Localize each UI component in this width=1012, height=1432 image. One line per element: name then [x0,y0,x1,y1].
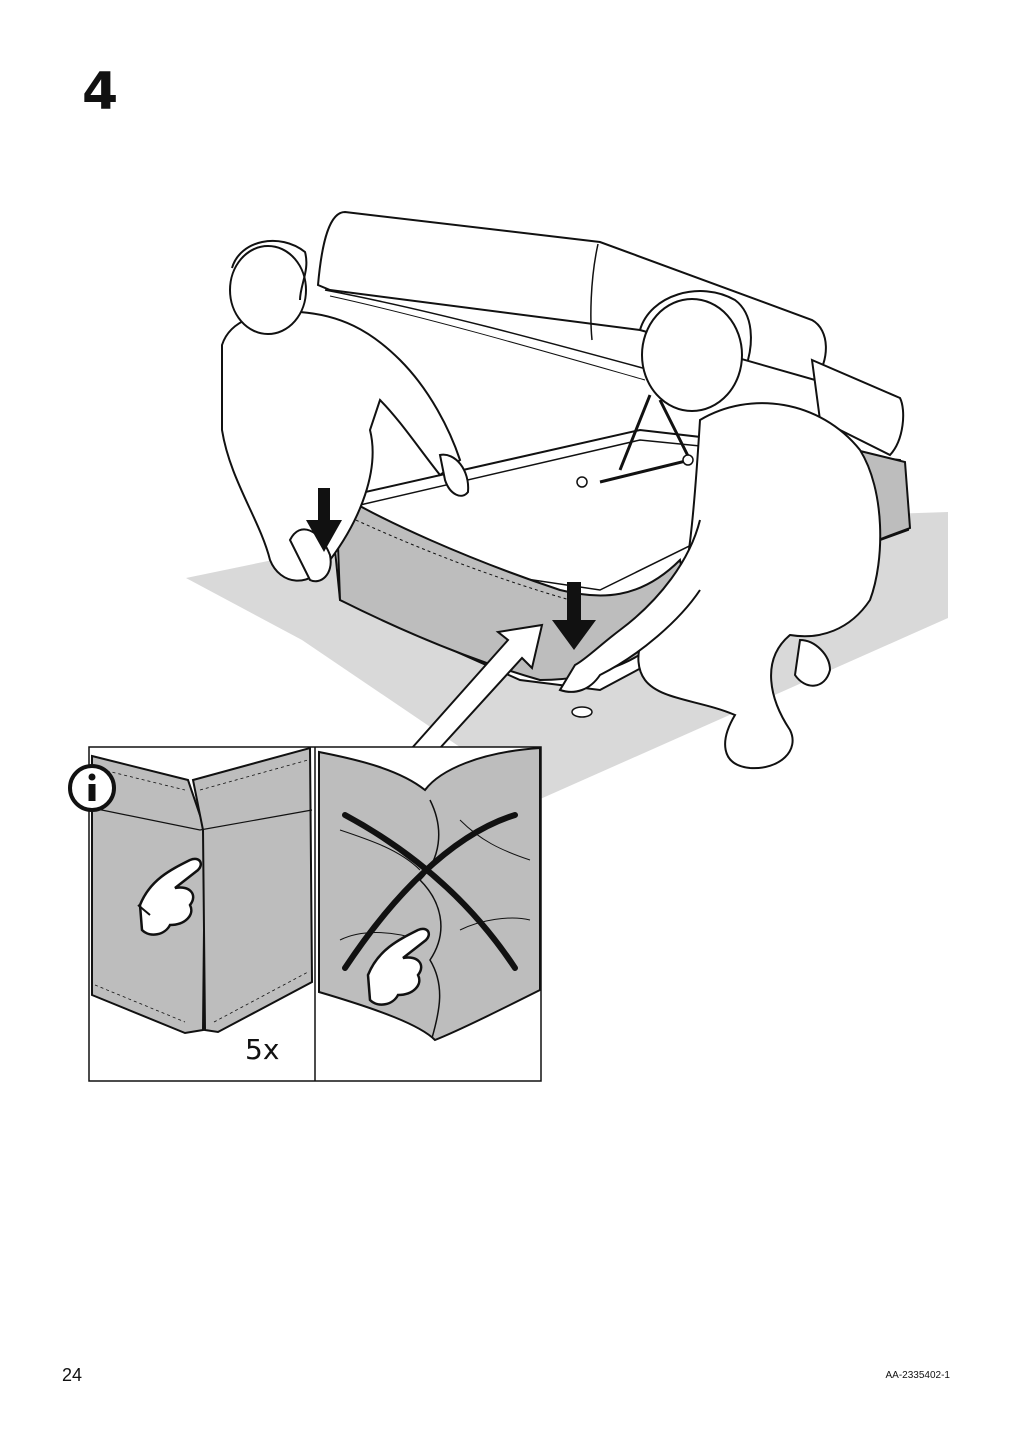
step-number: 4 [82,62,119,122]
person-right [558,290,882,770]
pointing-hand-icon-incorrect [366,927,430,1006]
page-number: 24 [62,1365,83,1385]
person-left [221,239,470,583]
info-icon [68,764,116,812]
pointing-hand-icon [137,857,202,936]
down-arrow-right-icon [552,582,596,650]
cross-mark-icon [342,812,518,971]
count-label: 5x [245,1033,280,1066]
down-arrow-left-icon [306,488,342,552]
detail-incorrect [318,746,541,1042]
detail-correct [91,746,314,1035]
document-code: AA-2335402-1 [885,1370,951,1381]
callout-arrow-icon [409,623,544,749]
